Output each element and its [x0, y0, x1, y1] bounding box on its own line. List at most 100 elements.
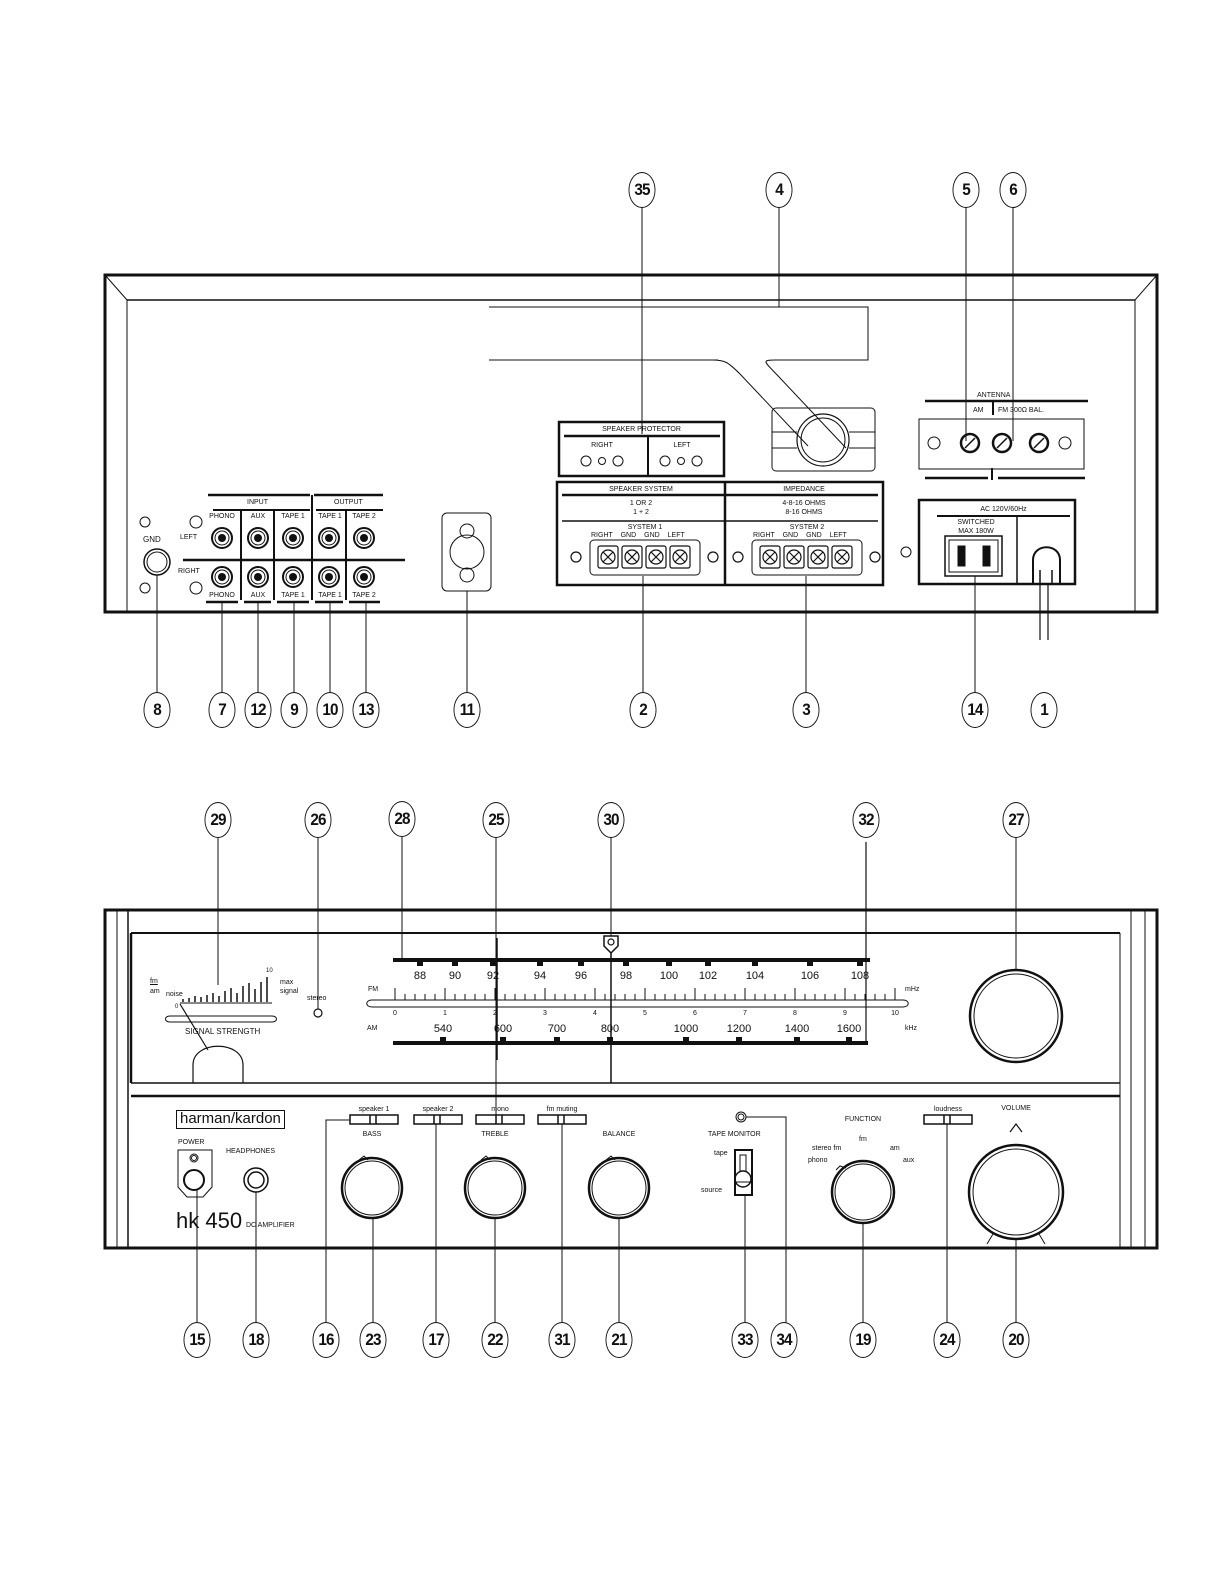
- fm-tick-mark: [857, 962, 863, 966]
- am-frequency-label: 1600: [836, 1023, 862, 1035]
- log-scale-label: 2: [493, 1010, 497, 1017]
- tuning-knob[interactable]: [970, 970, 1062, 1062]
- callout-18: 18: [242, 1322, 270, 1358]
- am-tick-mark: [500, 1037, 506, 1042]
- speaker-protector-title: SPEAKER PROTECTOR: [602, 426, 681, 433]
- stereo-indicator-lamp: [313, 1008, 323, 1018]
- jack-label-aux-bottom: AUX: [250, 592, 266, 599]
- callout-30: 30: [597, 802, 625, 838]
- speaker2-switch[interactable]: [414, 1115, 462, 1124]
- rca-jack[interactable]: [353, 566, 375, 588]
- signal-strength-title: SIGNAL STRENGTH: [185, 1027, 261, 1036]
- speaker-system-box: [555, 480, 885, 587]
- antenna-terminal-strip: [918, 418, 1085, 470]
- function-knob[interactable]: [832, 1161, 894, 1223]
- speaker-terminal[interactable]: [645, 545, 667, 569]
- log-scale-label: 4: [593, 1010, 597, 1017]
- power-button[interactable]: [184, 1170, 204, 1190]
- meter-am-label: am: [150, 988, 160, 995]
- rca-jack[interactable]: [318, 566, 340, 588]
- fm-tick-mark: [417, 962, 423, 966]
- fm-tick-mark: [452, 962, 458, 966]
- screw-icon: [570, 551, 582, 563]
- meter-noise-label: noise: [166, 991, 183, 998]
- loudness-switch-label: loudness: [933, 1106, 963, 1113]
- function-aux: aux: [903, 1157, 915, 1164]
- speaker-terminal[interactable]: [807, 545, 829, 569]
- tape-monitor-switch[interactable]: [735, 1150, 752, 1195]
- rca-jack[interactable]: [247, 566, 269, 588]
- treble-label: TREBLE: [481, 1131, 509, 1138]
- ac-box: [917, 498, 1077, 586]
- speaker-terminal[interactable]: [621, 545, 643, 569]
- am-tick-mark: [683, 1037, 689, 1042]
- function-phono: phono: [808, 1157, 828, 1164]
- log-scale-label: 7: [743, 1010, 747, 1017]
- rca-jack[interactable]: [282, 566, 304, 588]
- bass-knob[interactable]: [342, 1158, 402, 1218]
- term-label-gnd: GND: [782, 532, 799, 539]
- log-scale-label: 10: [891, 1010, 899, 1017]
- callout-5: 5: [952, 172, 980, 208]
- speaker-terminal[interactable]: [783, 545, 805, 569]
- callout-27: 27: [1002, 802, 1030, 838]
- dial-pointer-track: [366, 999, 909, 1008]
- speaker-terminal[interactable]: [669, 545, 691, 569]
- rca-jack[interactable]: [211, 527, 233, 549]
- jack-label-phono-bottom: PHONO: [209, 592, 235, 599]
- dial-pointer: [603, 935, 619, 955]
- function-stereo-fm: stereo fm: [812, 1145, 842, 1152]
- screw-icon: [869, 551, 881, 563]
- tape-monitor-source: source: [701, 1187, 723, 1194]
- rca-jack[interactable]: [282, 527, 304, 549]
- volume-knob[interactable]: [969, 1145, 1063, 1239]
- speaker-terminal[interactable]: [597, 545, 619, 569]
- jack-label-tape1-in-top: TAPE 1: [281, 513, 305, 520]
- speaker-terminal[interactable]: [759, 545, 781, 569]
- loudness-switch[interactable]: [924, 1115, 972, 1124]
- callout-12: 12: [244, 692, 272, 728]
- rca-jack[interactable]: [211, 566, 233, 588]
- treble-knob[interactable]: [465, 1158, 525, 1218]
- callout-3: 3: [792, 692, 820, 728]
- input-header: INPUT: [247, 499, 268, 506]
- jack-label-tape1-out-bottom: TAPE 1: [318, 592, 342, 599]
- speaker1-switch[interactable]: [350, 1115, 398, 1124]
- log-scale-label: 0: [393, 1010, 397, 1017]
- power-cord: [1032, 546, 1061, 584]
- callout-17: 17: [422, 1322, 450, 1358]
- balance-knob[interactable]: [589, 1158, 649, 1218]
- fm-frequency-label: 108: [850, 970, 870, 982]
- am-tick-mark: [554, 1037, 560, 1042]
- fm-muting-switch[interactable]: [538, 1115, 586, 1124]
- power-label: POWER: [178, 1139, 205, 1146]
- jack-label-aux-top: AUX: [250, 513, 266, 520]
- rca-jack[interactable]: [353, 527, 375, 549]
- protector-right-label: RIGHT: [591, 442, 613, 449]
- function-am: am: [890, 1145, 900, 1152]
- front-chassis-outline: [103, 908, 1159, 1250]
- switched-outlet-line1: SWITCHED: [957, 519, 995, 526]
- fm-tick-mark: [623, 962, 629, 966]
- callout-21: 21: [605, 1322, 633, 1358]
- jack-label-tape1-in-bottom: TAPE 1: [281, 592, 305, 599]
- speaker-terminal[interactable]: [831, 545, 853, 569]
- fm-frequency-label: 88: [413, 970, 427, 982]
- jack-label-phono-top: PHONO: [209, 513, 235, 520]
- rca-jack[interactable]: [247, 527, 269, 549]
- gnd-label: GND: [143, 535, 161, 544]
- meter-max-label: max: [280, 979, 294, 986]
- mono-switch[interactable]: [476, 1115, 524, 1124]
- fm-frequency-label: 98: [619, 970, 633, 982]
- callout-13: 13: [352, 692, 380, 728]
- log-scale-label: 9: [843, 1010, 847, 1017]
- rca-jack[interactable]: [318, 527, 340, 549]
- fm-tick-mark: [807, 962, 813, 966]
- fm-tick-mark: [666, 962, 672, 966]
- am-frequency-label: 540: [433, 1023, 453, 1035]
- callout-23: 23: [359, 1322, 387, 1358]
- speaker-mode-line1: 1 OR 2: [629, 500, 653, 507]
- headphones-jack[interactable]: [244, 1168, 268, 1192]
- ac-title: AC 120V/60Hz: [980, 506, 1027, 513]
- left-channel-label: LEFT: [180, 534, 198, 541]
